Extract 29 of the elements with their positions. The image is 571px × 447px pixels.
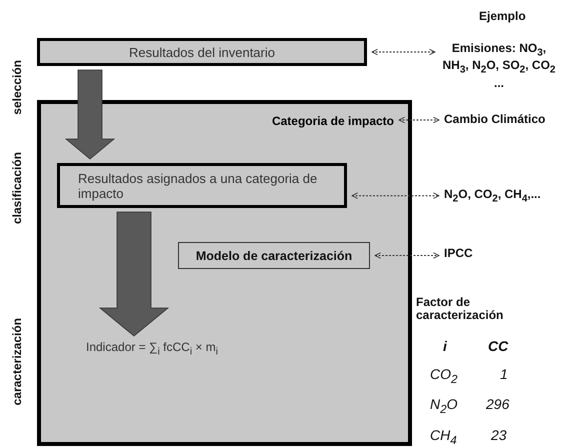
column-header: i (443, 338, 447, 354)
factor-value: 23 (491, 427, 507, 443)
category-heading: Categoria de impacto (272, 114, 394, 128)
double-arrow (398, 116, 440, 124)
model-box: Modelo de caracterización (178, 242, 370, 269)
impact-category-panel (37, 100, 412, 446)
example-text: N$_{2}$O, CO$_{2}$, CH$_{4}$,... (444, 187, 541, 204)
factor-value: 296 (486, 396, 510, 412)
substance-name: CO$_{2}$ (430, 366, 458, 386)
example-text: Emisiones: NO$_{3}$, NH$_{3}$, N$_{2}$O, SO$_{2}$, CO$_{2}$ ... (440, 41, 558, 90)
block-arrow (64, 70, 116, 160)
table-heading: Factor de caracterización (416, 296, 504, 322)
stage-label: caracterización (10, 318, 24, 406)
double-arrow (352, 192, 440, 199)
column-header: CC (488, 338, 508, 354)
process-box: Resultados del inventario (37, 38, 367, 66)
double-arrow (372, 48, 436, 56)
block-arrow (98, 212, 170, 337)
stage-label: selección (10, 60, 24, 115)
example-text: Cambio Climático (444, 112, 546, 126)
factor-value: 1 (500, 366, 508, 382)
formula-text: Indicador = ∑$_{i}$ fcCC$_{i}$ × m$_{i}$ (86, 340, 218, 358)
substance-name: N$_{2}$O (430, 396, 458, 416)
example-text: IPCC (444, 246, 473, 260)
column-title: Ejemplo (479, 9, 526, 23)
process-box: Resultados asignados a una categoria de impacto (57, 163, 347, 208)
stage-label: clasificación (10, 152, 24, 224)
double-arrow (374, 252, 440, 259)
substance-name: CH$_{4}$ (430, 427, 457, 447)
